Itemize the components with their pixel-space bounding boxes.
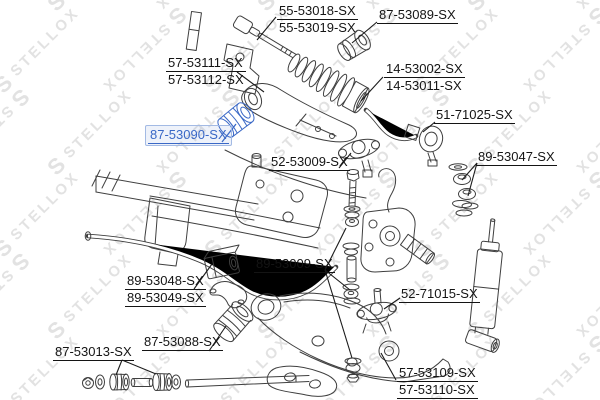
part-label-57-53111-sx[interactable]: 57-53111-SX 57-53112-SX <box>166 55 246 88</box>
tie-rod-end-illustration <box>363 107 444 167</box>
upper-ball-joint-illustration <box>338 138 380 178</box>
leader-87-53089 <box>351 21 378 44</box>
subframe-illustration <box>91 10 367 267</box>
part-label-89-53048-sx[interactable]: 89-53048-SX 89-53049-SX <box>125 273 206 307</box>
leader-89-53009-c <box>324 269 353 359</box>
steering-knuckle-illustration <box>360 168 436 273</box>
part-number: 57-53111-SX <box>166 55 246 72</box>
steering-boot-illustration <box>287 53 370 114</box>
part-number: 87-53013-SX <box>53 344 134 361</box>
part-number: 89-53009-SX <box>254 256 335 273</box>
part-label-52-53009-sx[interactable]: 52-53009-SX <box>269 154 350 171</box>
part-label-52-71015-sx[interactable]: 52-71015-SX <box>399 286 480 303</box>
leader-87-53088 <box>208 325 227 352</box>
lower-control-arm-illustration <box>250 292 451 383</box>
part-label-51-71025-sx[interactable]: 51-71025-SX <box>434 107 515 124</box>
part-label-57-53109-sx[interactable]: 57-53109-SX 57-53110-SX <box>397 365 478 399</box>
part-label-87-53090-sx-selected[interactable]: 87-53090-SX <box>145 125 232 146</box>
part-number: 57-53112-SX <box>168 72 244 87</box>
part-number: 57-53110-SX <box>397 382 478 399</box>
leader-87-53090 <box>221 123 237 143</box>
part-number: 55-53019-SX <box>279 20 356 35</box>
part-number: 89-53049-SX <box>125 290 206 307</box>
bushing-87-53089-illustration <box>337 29 371 61</box>
part-number: 52-53009-SX <box>269 154 350 171</box>
stab-link-bolt-stack-illustration <box>342 169 362 383</box>
leader-55-53018 <box>256 16 277 41</box>
part-label-87-53013-sx[interactable]: 87-53013-SX <box>53 344 134 361</box>
strut-rod-plate-illustration <box>266 365 338 397</box>
lower-arm-front-bushing-illustration <box>213 301 254 343</box>
leader-89-53009-a <box>324 227 347 271</box>
part-number: 87-53089-SX <box>377 7 458 24</box>
stabilizer-bar-illustration <box>84 231 339 301</box>
part-number: 89-53048-SX <box>125 273 206 290</box>
part-label-89-53009-sx[interactable]: 89-53009-SX <box>254 256 335 273</box>
leader-57-53109 <box>380 352 397 381</box>
part-number: 87-53088-SX <box>142 334 223 351</box>
leader-87-53013-b <box>121 359 157 375</box>
part-number: 14-53002-SX <box>384 61 465 78</box>
part-label-87-53089-sx[interactable]: 87-53089-SX <box>377 7 458 24</box>
leader-87-53013-a <box>115 359 123 376</box>
leader-89-53048 <box>193 263 213 290</box>
leader-51-71025 <box>422 121 436 133</box>
leader-52-53009 <box>338 152 352 169</box>
shock-absorber-illustration <box>465 218 503 353</box>
lower-ball-joint-illustration <box>356 288 397 334</box>
stab-link-washers-illustration <box>448 163 479 217</box>
part-number: 87-53090-SX <box>148 127 229 144</box>
part-number: 57-53109-SX <box>397 365 478 382</box>
leader-89-53047-a <box>461 162 478 181</box>
leader-57-53111 <box>236 71 265 93</box>
part-label-14-53002-sx[interactable]: 14-53002-SX 14-53011-SX <box>384 61 465 94</box>
leader-89-53047-b <box>467 162 478 197</box>
part-number: 89-53047-SX <box>476 149 557 166</box>
part-label-87-53088-sx[interactable]: 87-53088-SX <box>142 334 223 351</box>
leader-lines <box>115 16 478 381</box>
part-number: 55-53018-SX <box>277 3 358 20</box>
strut-rod-parts-illustration <box>82 373 310 391</box>
stab-bushing-bracket-illustration <box>203 244 248 309</box>
leader-89-53009-b <box>324 269 351 291</box>
upper-control-arm-illustration <box>241 83 357 143</box>
part-number: 52-71015-SX <box>399 286 480 303</box>
highlighted-bushing-87-53090-illustration <box>217 102 255 138</box>
leader-14-53002 <box>360 76 384 102</box>
part-label-89-53047-sx[interactable]: 89-53047-SX <box>476 149 557 166</box>
part-number: 14-53011-SX <box>386 78 462 93</box>
part-label-55-53018-sx[interactable]: 55-53018-SX 55-53019-SX <box>277 3 358 36</box>
leader-52-71015 <box>383 297 401 310</box>
part-number: 51-71025-SX <box>434 107 515 124</box>
